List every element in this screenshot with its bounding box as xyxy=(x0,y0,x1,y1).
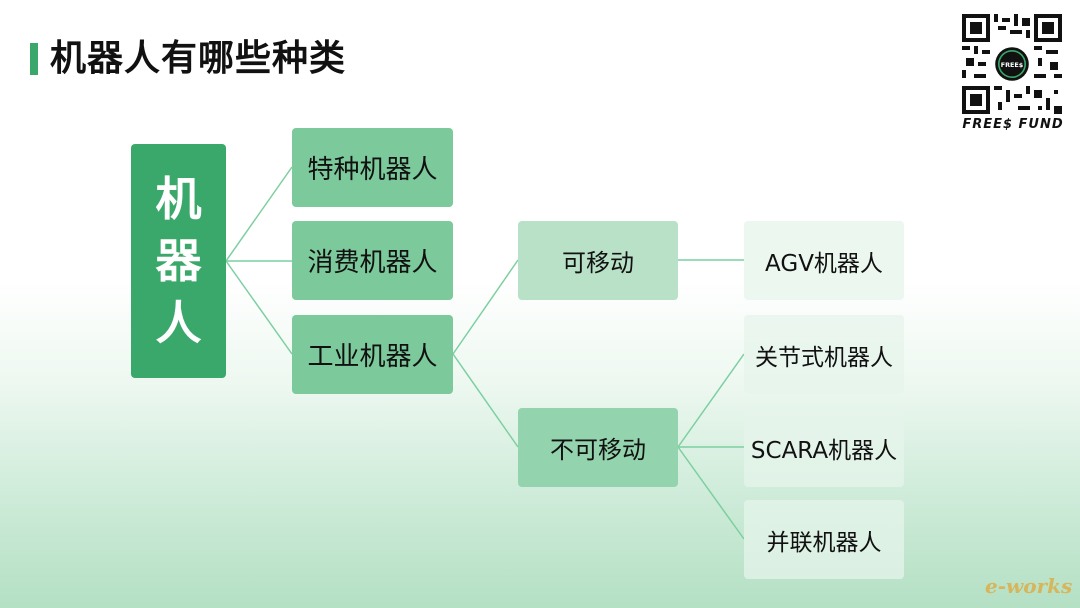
node-fixed: 不可移动 xyxy=(518,408,678,487)
qr-code-icon: FREE$ xyxy=(962,14,1062,114)
node-label: 工业机器人 xyxy=(307,342,438,372)
node-mobile: 可移动 xyxy=(518,221,678,300)
node-label: AGV机器人 xyxy=(765,250,883,277)
node-label: 特种机器人 xyxy=(307,155,438,185)
node-label: 关节式机器人 xyxy=(755,344,893,371)
connector-industrial-mobile xyxy=(452,259,519,355)
node-root-label: 机器人 xyxy=(155,172,202,350)
connector-fixed-parallel xyxy=(677,446,745,540)
node-label: 不可移动 xyxy=(550,436,646,464)
connector-fixed-joint xyxy=(677,353,745,448)
connector-root-industrial xyxy=(225,260,293,355)
connector-root-special xyxy=(225,166,293,262)
node-label: 并联机器人 xyxy=(766,529,882,556)
node-agv-robot: AGV机器人 xyxy=(744,221,904,300)
node-label: 可移动 xyxy=(562,249,634,277)
node-parallel-robot: 并联机器人 xyxy=(744,500,904,579)
page-title: 机器人有哪些种类 xyxy=(50,38,347,79)
node-special-robot: 特种机器人 xyxy=(292,128,453,207)
node-robot-root: 机器人 xyxy=(131,144,226,378)
eworks-watermark-logo: e-works xyxy=(985,574,1073,598)
node-consumer-robot: 消费机器人 xyxy=(292,221,453,300)
brand-label: FREE$ FUND xyxy=(962,117,1064,132)
node-articulated-robot: 关节式机器人 xyxy=(744,315,904,394)
node-industrial-robot: 工业机器人 xyxy=(292,315,453,394)
node-scara-robot: SCARA机器人 xyxy=(744,408,904,487)
node-label: 消费机器人 xyxy=(307,248,438,278)
node-label: SCARA机器人 xyxy=(750,437,898,464)
connector-industrial-fixed xyxy=(452,353,519,448)
title-accent-bar xyxy=(30,43,38,75)
qr-badge-text: FREE$ xyxy=(1001,61,1024,69)
